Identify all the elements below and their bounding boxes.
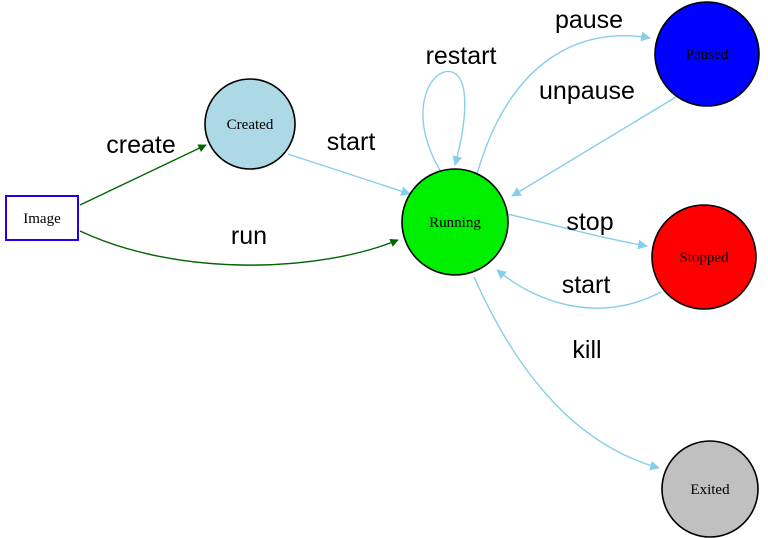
edge-label-create: create: [106, 131, 175, 159]
edge-labels-layer: create run start restart pause unpause s…: [106, 6, 635, 364]
node-running-label: Running: [429, 215, 481, 231]
edge-label-unpause: unpause: [539, 77, 635, 105]
edge-label-kill: kill: [572, 336, 601, 364]
edge-start-created[interactable]: [287, 153, 411, 196]
edge-label-restart: restart: [426, 42, 497, 70]
edge-label-stop: stop: [566, 208, 613, 236]
node-stopped[interactable]: Stopped: [651, 204, 757, 310]
node-running[interactable]: Running: [401, 168, 509, 276]
node-image[interactable]: Image: [5, 195, 79, 241]
edge-unpause[interactable]: [511, 96, 677, 197]
nodes-layer: Image Created Running Paused Stopped Exi: [5, 1, 760, 538]
edge-run[interactable]: [79, 230, 399, 266]
node-paused-label: Paused: [686, 47, 729, 63]
edge-label-start-stopped: start: [562, 271, 611, 299]
edge-kill[interactable]: [473, 276, 660, 471]
edge-stop[interactable]: [506, 213, 648, 250]
edge-create[interactable]: [79, 144, 207, 206]
edge-label-pause: pause: [555, 6, 623, 34]
edges-layer: [79, 31, 677, 471]
edge-label-run: run: [231, 222, 267, 250]
node-image-label: Image: [23, 211, 61, 227]
node-created-label: Created: [227, 117, 274, 133]
node-exited-label: Exited: [690, 482, 730, 498]
edge-label-start-created: start: [327, 128, 376, 156]
edge-pause[interactable]: [476, 31, 651, 175]
edge-restart[interactable]: [422, 70, 466, 173]
node-stopped-label: Stopped: [679, 250, 729, 266]
node-paused[interactable]: Paused: [654, 1, 760, 107]
node-exited[interactable]: Exited: [661, 440, 759, 538]
edge-start-stopped[interactable]: [496, 269, 662, 309]
node-created[interactable]: Created: [204, 78, 296, 170]
